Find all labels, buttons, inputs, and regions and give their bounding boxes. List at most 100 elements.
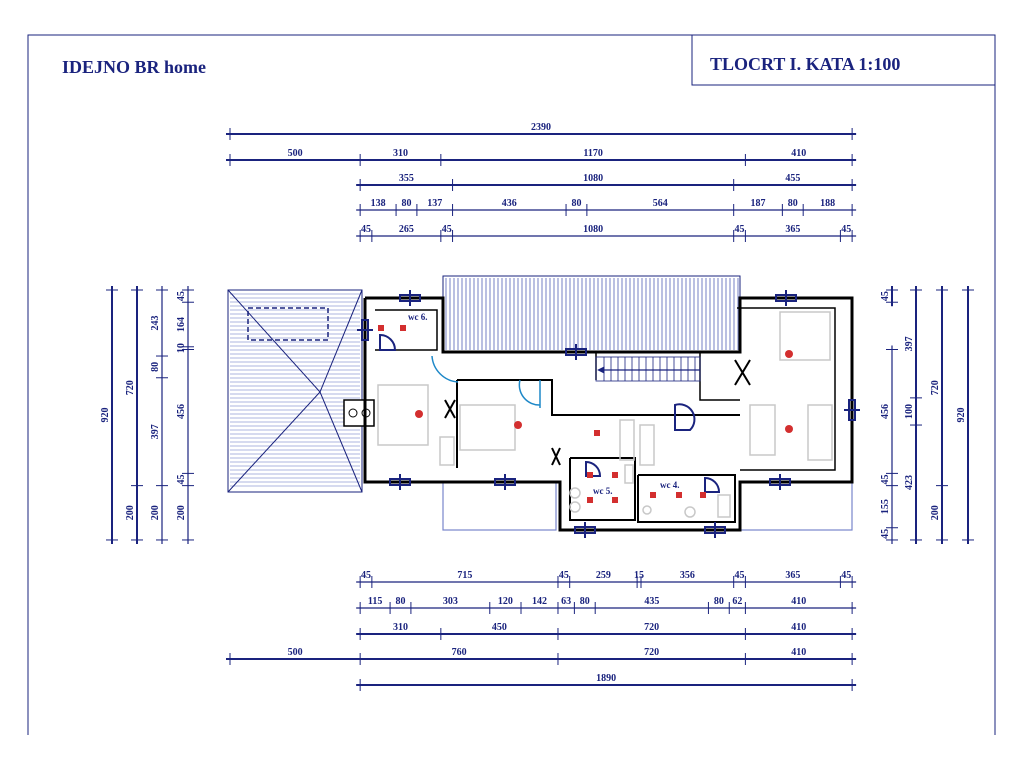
dimension-label: 200 — [930, 505, 941, 520]
staircase — [595, 356, 701, 382]
dimension-label: 456 — [176, 404, 187, 419]
dimension-label: 45 — [880, 291, 891, 301]
dimension-label: 715 — [457, 570, 472, 581]
dimension-label: 80 — [150, 362, 161, 372]
dimension-label: 500 — [288, 148, 303, 159]
dimension-label: 265 — [399, 224, 414, 235]
dimension-label: 164 — [176, 317, 187, 332]
dimension-label: 45 — [176, 475, 187, 485]
dimension-chain: 720 200 — [930, 286, 948, 544]
room-label-wc5: wc 5. — [593, 486, 613, 496]
dimension-chain: 1890 — [356, 673, 857, 691]
dimension-label: 365 — [785, 570, 800, 581]
dimension-label: 720 — [644, 622, 659, 633]
dimension-label: 365 — [785, 224, 800, 235]
dimension-label: 115 — [368, 596, 382, 607]
door-swings — [379, 333, 751, 493]
dimension-label: 564 — [653, 198, 668, 209]
dimension-label: 920 — [956, 407, 967, 422]
dimension-label: 142 — [532, 596, 547, 607]
dimension-label: 720 — [930, 380, 941, 395]
dimension-label: 423 — [904, 475, 915, 490]
dimension-label: 45 — [735, 570, 745, 581]
dimension-label: 1890 — [596, 673, 616, 684]
dimension-chain: 920 — [956, 286, 974, 544]
electrical-markers — [378, 325, 793, 503]
dimension-label: 80 — [580, 596, 590, 607]
dimension-chain: 355 1080 455 — [356, 173, 857, 191]
dimension-label: 138 — [371, 198, 386, 209]
dimension-label: 155 — [880, 499, 891, 514]
dimension-label: 410 — [791, 647, 806, 658]
room-label-wc4: wc 4. — [660, 480, 680, 490]
dimension-label: 410 — [791, 148, 806, 159]
dimension-label: 310 — [393, 622, 408, 633]
dimension-chain: 45 — [880, 286, 898, 307]
dimension-label: 456 — [880, 404, 891, 419]
dimension-label: 80 — [395, 596, 405, 607]
dimension-label: 397 — [904, 336, 915, 351]
dimension-label: 45 — [735, 224, 745, 235]
dimension-label: 45 — [841, 570, 851, 581]
dimension-label: 410 — [791, 622, 806, 633]
dimension-label: 45 — [841, 224, 851, 235]
dimension-label: 303 — [443, 596, 458, 607]
dimension-label: 10 — [176, 343, 187, 353]
dimension-chain: 920 — [100, 286, 118, 544]
dimension-label: 435 — [644, 596, 659, 607]
dimension-label: 200 — [176, 505, 187, 520]
dimension-label: 397 — [150, 424, 161, 439]
dimension-label: 45 — [176, 291, 187, 301]
dimension-chain: 500 760 720 410 — [226, 647, 857, 665]
dimension-label: 100 — [904, 404, 915, 419]
dimension-label: 410 — [791, 596, 806, 607]
dimension-label: 120 — [498, 596, 513, 607]
dimension-label: 45 — [880, 475, 891, 485]
dimension-label: 80 — [401, 198, 411, 209]
dimension-label: 356 — [680, 570, 695, 581]
dimension-label: 455 — [785, 173, 800, 184]
dimension-label: 45 — [880, 529, 891, 539]
dimension-chain: 45 164 10 456 45 200 — [176, 286, 194, 544]
dimension-label: 80 — [788, 198, 798, 209]
dimension-chain: 138 80 137 436 80 564 187 80 188 — [356, 198, 857, 216]
doors — [431, 355, 541, 408]
dimension-chain: 397 100 423 — [904, 286, 922, 544]
dimension-label: 45 — [361, 570, 371, 581]
dimension-label: 2390 — [531, 122, 551, 133]
dimension-label: 310 — [393, 148, 408, 159]
dimension-label: 80 — [571, 198, 581, 209]
sheet-frame — [27, 34, 996, 735]
dimension-label: 45 — [442, 224, 452, 235]
dimension-label: 760 — [452, 647, 467, 658]
dimension-label: 188 — [820, 198, 835, 209]
dimension-label: 80 — [714, 596, 724, 607]
dimension-label: 1080 — [583, 224, 603, 235]
dimension-chain: 310 450 720 410 — [356, 622, 857, 640]
dimension-label: 137 — [427, 198, 442, 209]
dimension-label: 436 — [502, 198, 517, 209]
roof-left — [227, 289, 375, 493]
dimension-label: 63 — [561, 596, 571, 607]
dimension-label: 720 — [644, 647, 659, 658]
dimension-label: 450 — [492, 622, 507, 633]
room-label-wc6: wc 6. — [408, 312, 428, 322]
dimension-label: 355 — [399, 173, 414, 184]
dimension-chain: 2390 — [226, 122, 857, 140]
dimension-label: 45 — [559, 570, 569, 581]
windows — [357, 290, 860, 538]
dimension-label: 500 — [288, 647, 303, 658]
sheet-title: TLOCRT I. KATA 1:100 — [710, 54, 900, 74]
project-title: IDEJNO BR home — [62, 57, 206, 77]
dimension-label: 1080 — [583, 173, 603, 184]
dimension-label: 243 — [150, 316, 161, 331]
dimension-label: 187 — [751, 198, 766, 209]
